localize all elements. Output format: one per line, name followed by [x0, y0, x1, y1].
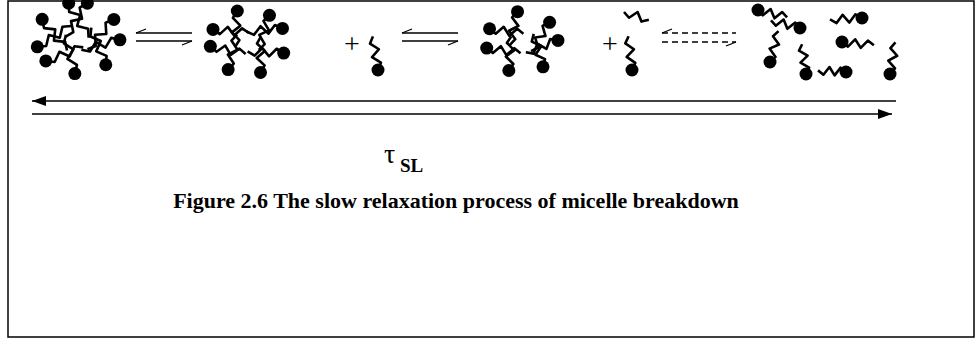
frame-border	[8, 1, 974, 337]
arrow-barb	[448, 41, 458, 45]
equilibrium-line	[662, 41, 736, 42]
arrow-barb	[402, 29, 412, 33]
equilibrium-line	[136, 40, 192, 41]
equilibrium-line	[402, 40, 458, 41]
plus-sign: +	[344, 30, 360, 58]
arrow-head	[32, 96, 46, 106]
surfactant-head	[840, 66, 853, 79]
relaxation-arrow	[32, 100, 896, 102]
surfactant-head	[68, 67, 81, 80]
arrow-barb	[662, 29, 672, 33]
relaxation-arrow	[32, 113, 892, 115]
surfactant-head	[62, 0, 75, 10]
surfactant-head	[81, 0, 94, 10]
surfactant-head	[36, 13, 49, 26]
surfactant-head	[764, 56, 777, 69]
equilibrium-line	[136, 32, 192, 33]
surfactant-head	[204, 40, 217, 53]
surfactant-head	[231, 5, 244, 18]
surfactant-head	[39, 54, 52, 67]
surfactant-head	[794, 22, 807, 35]
arrow-barb	[182, 41, 192, 45]
equilibrium-line	[662, 32, 736, 33]
figure-caption: Figure 2.6 The slow relaxation process o…	[173, 190, 739, 212]
surfactant-head	[752, 4, 765, 17]
arrow-barb	[136, 29, 146, 33]
surfactant-head	[543, 16, 556, 29]
surfactant-tail	[624, 12, 649, 22]
equilibrium-line	[402, 32, 458, 33]
surfactant-head	[372, 64, 385, 77]
surfactant-head	[263, 9, 276, 22]
surfactant-head	[480, 42, 493, 55]
plus-sign: +	[602, 30, 618, 58]
surfactant-head	[107, 13, 120, 26]
surfactant-head	[483, 22, 496, 35]
time-symbol: τ	[384, 140, 395, 168]
surfactant-molecules	[31, 0, 897, 81]
equilibrium-arrows	[32, 29, 896, 119]
surfactant-head	[537, 60, 550, 73]
surfactant-head	[254, 66, 267, 79]
surfactant-head	[222, 63, 235, 76]
surfactant-head	[502, 64, 515, 77]
arrow-head	[878, 109, 892, 119]
surfactant-head	[626, 64, 639, 77]
surfactant-head	[856, 12, 869, 25]
surfactant-head	[511, 5, 524, 18]
surfactant-head	[113, 33, 126, 46]
surfactant-head	[206, 23, 219, 36]
surfactant-head	[277, 47, 290, 60]
surfactant-head	[31, 40, 44, 53]
surfactant-head	[884, 68, 897, 81]
arrow-barb	[726, 42, 736, 46]
surfactant-head	[551, 34, 564, 47]
time-subscript: SL	[400, 156, 423, 175]
surfactant-head	[276, 22, 289, 35]
surfactant-head	[836, 36, 849, 49]
surfactant-head	[800, 68, 813, 81]
surfactant-head	[99, 58, 112, 71]
